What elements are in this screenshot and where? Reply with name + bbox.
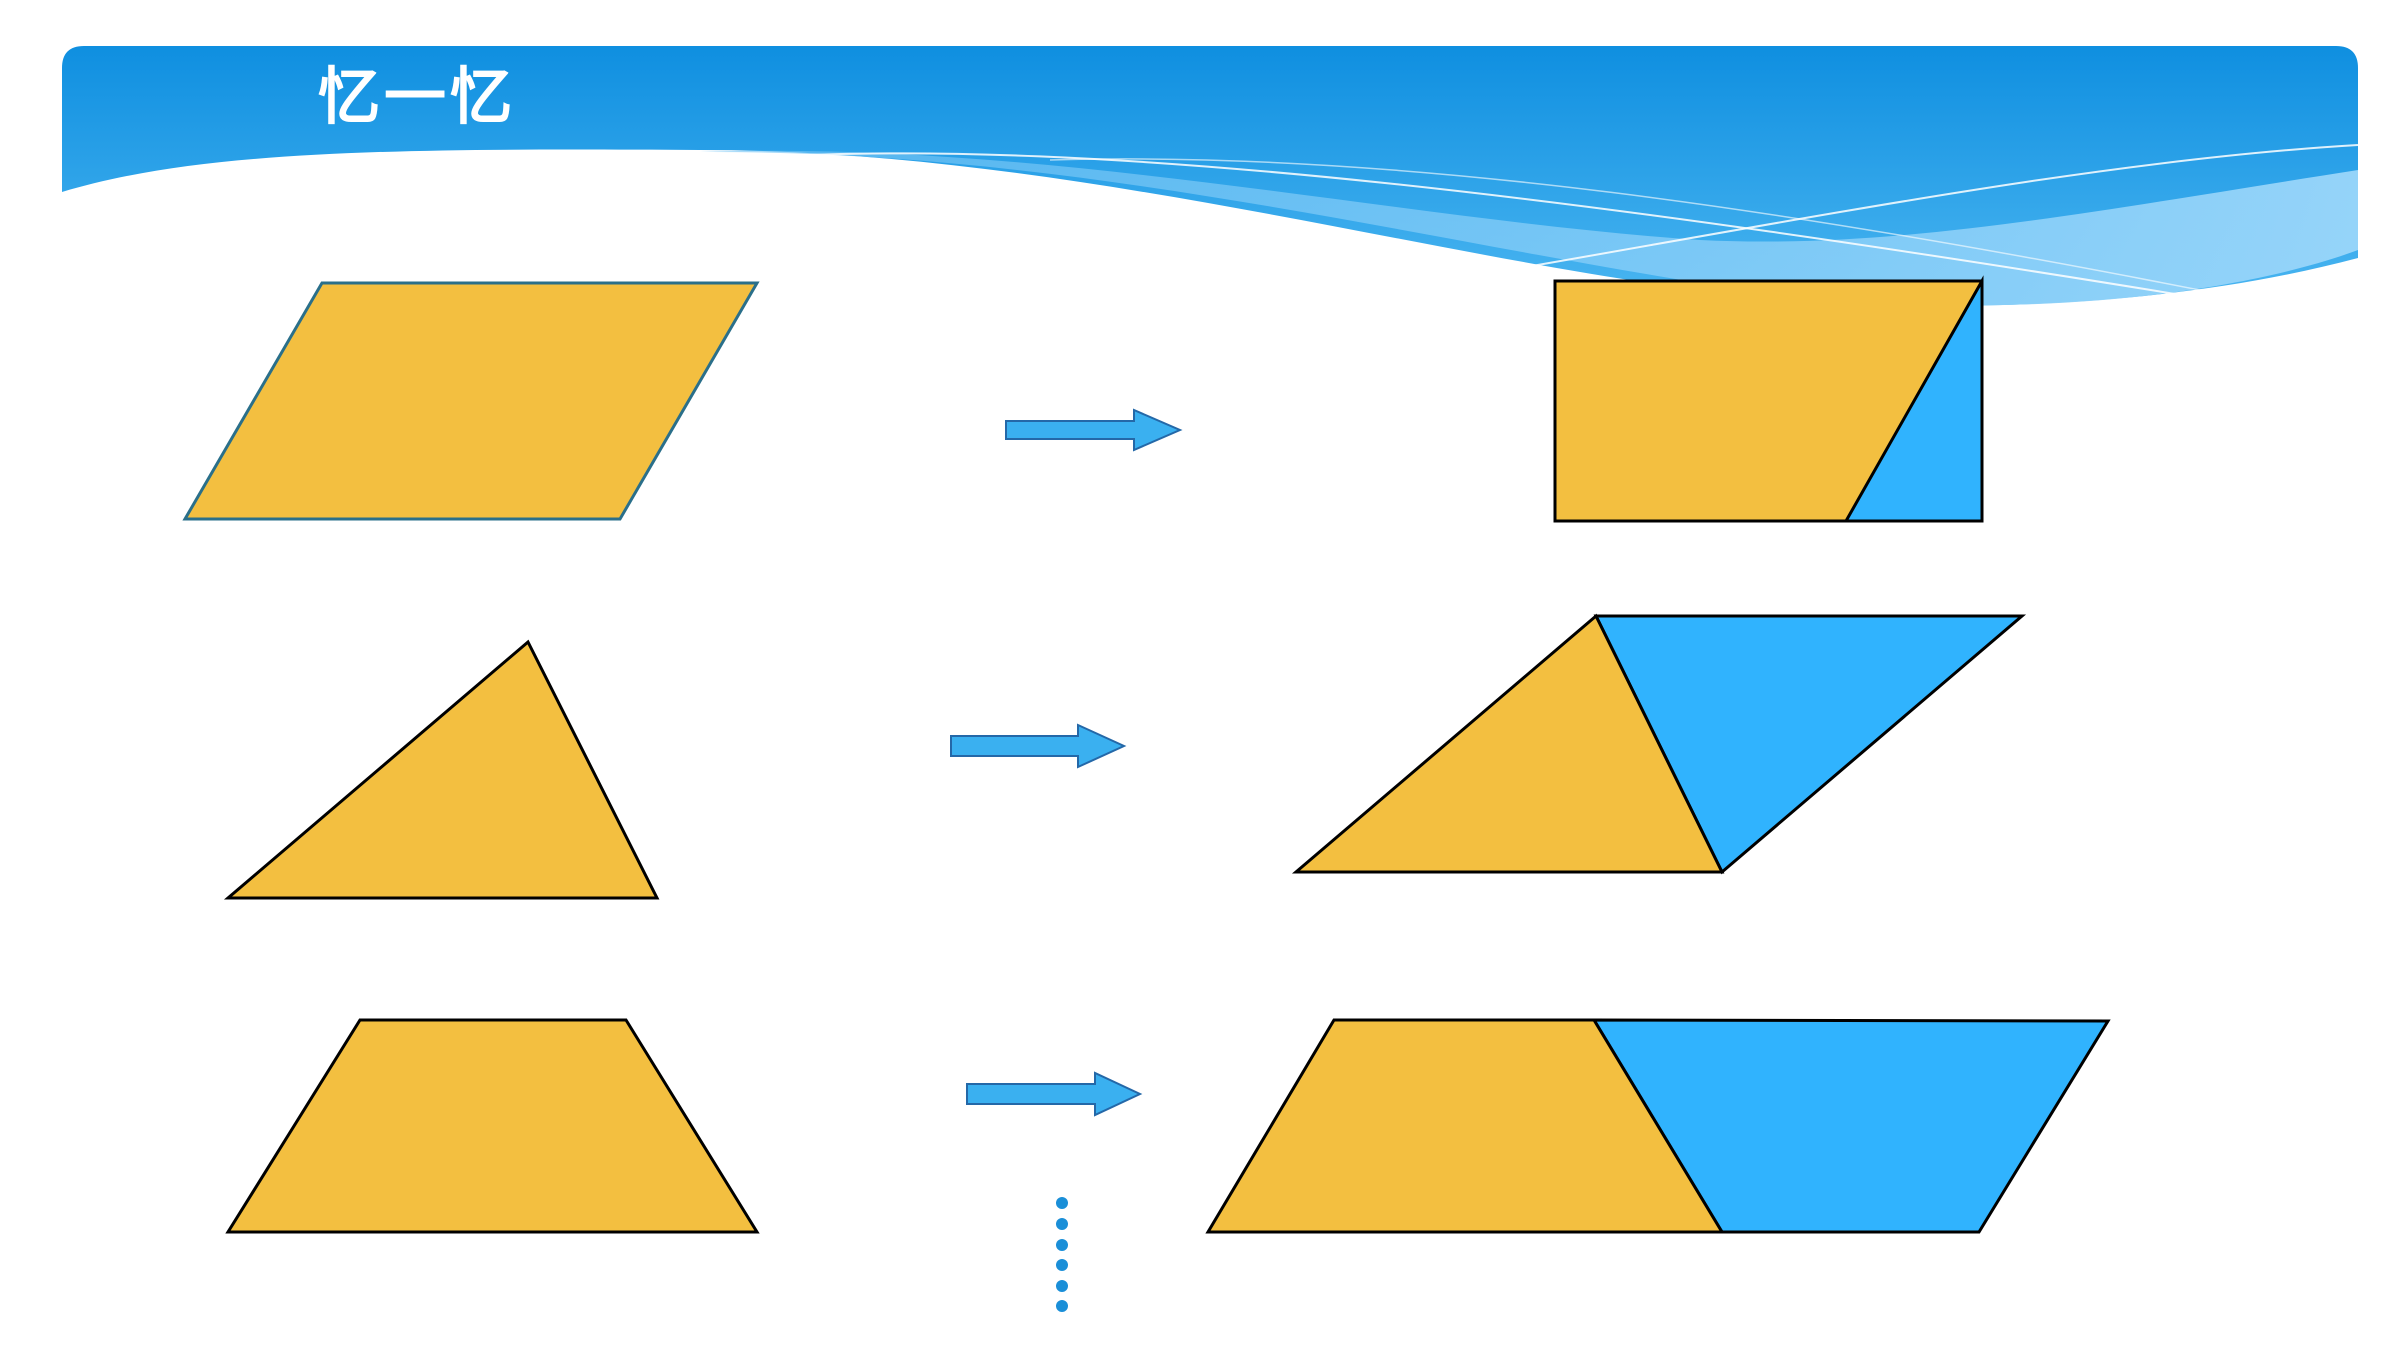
header-line-3	[1049, 158, 2251, 301]
header-banner	[62, 46, 2359, 306]
right-arrow-icon	[950, 723, 1127, 769]
header-band	[62, 46, 2358, 306]
result-parallelogram	[1291, 613, 2027, 875]
original-trapezoid	[225, 1018, 760, 1234]
result-parallelogram	[1205, 1018, 2111, 1234]
header-line-2	[1479, 144, 2359, 276]
header-line-1	[749, 152, 2201, 299]
row-2	[223, 613, 2027, 900]
vertical-ellipsis-icon	[1056, 1197, 1068, 1312]
original-trapezoid-copy	[1205, 1018, 1725, 1234]
original-parallelogram	[182, 281, 760, 521]
right-arrow-icon	[1005, 408, 1183, 452]
result-rectangle	[1553, 275, 1984, 523]
original-triangle-copy	[1291, 613, 1725, 874]
moved-triangle-piece	[1843, 275, 1984, 523]
row-3	[225, 1018, 2111, 1234]
row-1	[182, 275, 1984, 523]
slide-title: 忆一忆	[318, 60, 517, 133]
right-arrow-icon	[966, 1071, 1143, 1117]
original-triangle	[223, 639, 660, 900]
header-wave	[700, 150, 2358, 306]
